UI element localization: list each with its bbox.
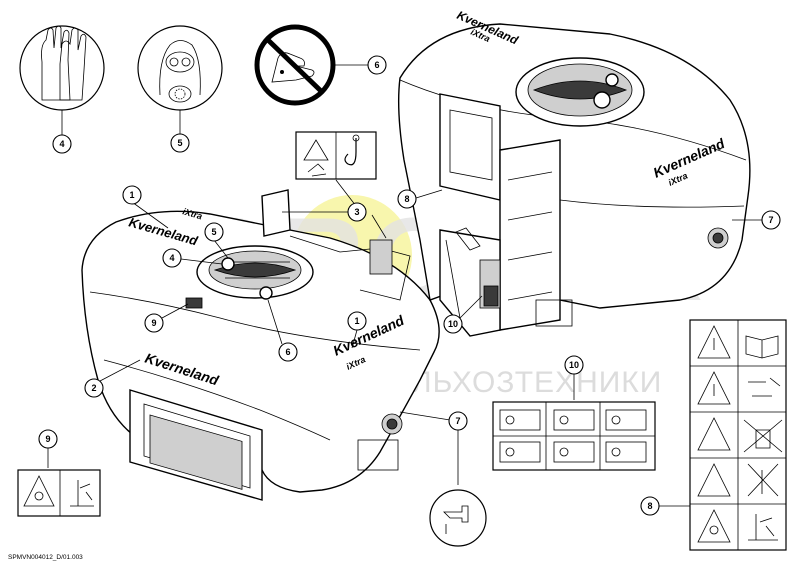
- svg-text:10: 10: [569, 360, 579, 370]
- svg-text:3: 3: [354, 207, 359, 217]
- svg-text:5: 5: [211, 227, 216, 237]
- no-riding-icon: [743, 419, 783, 453]
- svg-text:6: 6: [374, 60, 379, 70]
- callout-10-rear: 10: [443, 239, 483, 334]
- svg-text:2: 2: [91, 383, 96, 393]
- callout-8-rear: 8: [397, 189, 443, 209]
- callout-1-front: 1: [122, 185, 169, 229]
- warning-triangle-icon: [303, 139, 329, 161]
- gloves-pictogram: [19, 25, 105, 111]
- callout-3: 3: [282, 179, 387, 239]
- manual-book-icon: [745, 335, 779, 359]
- decal-10: [492, 401, 656, 471]
- callout-4-lid: 4: [162, 248, 223, 268]
- callout-4-top: 4: [52, 110, 72, 154]
- no-standing-icon: [747, 463, 779, 497]
- warning-triangle-icon: [697, 417, 731, 451]
- callout-9-decal: 9: [38, 429, 58, 468]
- svg-text:6: 6: [285, 347, 290, 357]
- callout-7-rear: 7: [732, 210, 781, 230]
- poison-warning-icon: [697, 509, 731, 543]
- operator-seat-icon: [748, 514, 778, 541]
- svg-text:7: 7: [768, 215, 773, 225]
- poison-warning-icon: [23, 475, 55, 507]
- svg-text:8: 8: [647, 501, 652, 511]
- svg-text:9: 9: [45, 434, 50, 444]
- svg-text:4: 4: [169, 253, 174, 263]
- water-tap-pictogram: [429, 489, 487, 547]
- callout-1-side: 1: [347, 311, 367, 349]
- decal-9: [17, 469, 101, 517]
- callout-10-decal: 10: [564, 355, 584, 400]
- gloves-icon: [41, 25, 87, 101]
- callout-9-tank: 9: [144, 303, 189, 333]
- operator-seat-icon: [70, 480, 94, 507]
- callout-5-top: 5: [170, 110, 190, 153]
- hook-icon: [344, 138, 357, 166]
- callout-5-lid: 5: [204, 222, 229, 259]
- crush-person-icon: [307, 163, 327, 177]
- svg-text:4: 4: [59, 139, 64, 149]
- svg-text:1: 1: [129, 190, 134, 200]
- rear-tank: Kverneland iXtra Kverneland iXtra: [397, 8, 751, 337]
- warning-triangle-icon: [697, 325, 731, 359]
- svg-text:5: 5: [177, 138, 182, 148]
- callout-6-lid: 6: [267, 299, 298, 362]
- svg-text:9: 9: [151, 318, 156, 328]
- callout-8-decals: 8: [640, 496, 690, 516]
- decal-3: [295, 131, 377, 180]
- svg-text:7: 7: [455, 416, 460, 426]
- callout-2: 2: [84, 359, 141, 398]
- svg-text:1: 1: [354, 316, 359, 326]
- drawing-code: SPMVN004012_D/01.003: [8, 554, 83, 561]
- svg-text:10: 10: [448, 319, 458, 329]
- no-hands-pictogram: [254, 24, 336, 106]
- callout-7-front: 7: [399, 411, 468, 485]
- key-removal-icon: [748, 377, 781, 397]
- callout-6-top: 6: [334, 55, 387, 75]
- svg-text:8: 8: [404, 194, 409, 204]
- decal-8: [689, 319, 787, 551]
- warning-triangle-icon: [697, 371, 731, 405]
- warning-triangle-icon: [697, 463, 731, 497]
- respirator-pictogram: [137, 25, 223, 111]
- water-tap-icon: [443, 505, 469, 534]
- respirator-mask-icon: [159, 40, 201, 103]
- front-tank: Kverneland iXtra Kverneland iXtra Kverne…: [81, 189, 440, 501]
